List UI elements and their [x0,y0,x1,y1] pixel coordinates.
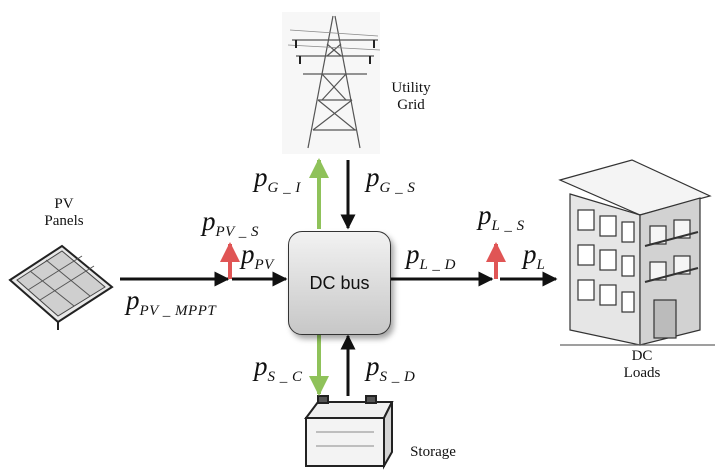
flow-label-g-s: pG _ S [366,162,416,196]
dc-bus-node: DC bus [288,231,391,335]
transmission-tower-icon [282,12,381,154]
flow-label-pv-mppt: pPV _ MPPT [126,285,217,319]
dc-loads-label: DC Loads [623,348,661,381]
flow-label-s-d: pS _ D [366,351,416,385]
flow-label-s-c: pS _ C [254,351,303,385]
building-icon [558,159,715,346]
utility-grid-label: Utility Grid [391,80,431,113]
storage-label: Storage [410,444,456,460]
dc-bus-label: DC bus [309,272,370,293]
pv-panels-label: PV Panels [44,196,84,229]
flow-label-g-i: pG _ I [254,162,301,196]
flow-label-l-s: pL _ S [478,200,525,234]
flow-label-pv-s: pPV _ S [202,206,260,240]
solar-panel-icon [8,244,114,330]
flow-label-l-d: pL _ D [406,239,456,273]
battery-icon [304,395,394,470]
flow-label-pv: pPV [241,239,274,273]
flow-label-l: pL [523,239,546,273]
